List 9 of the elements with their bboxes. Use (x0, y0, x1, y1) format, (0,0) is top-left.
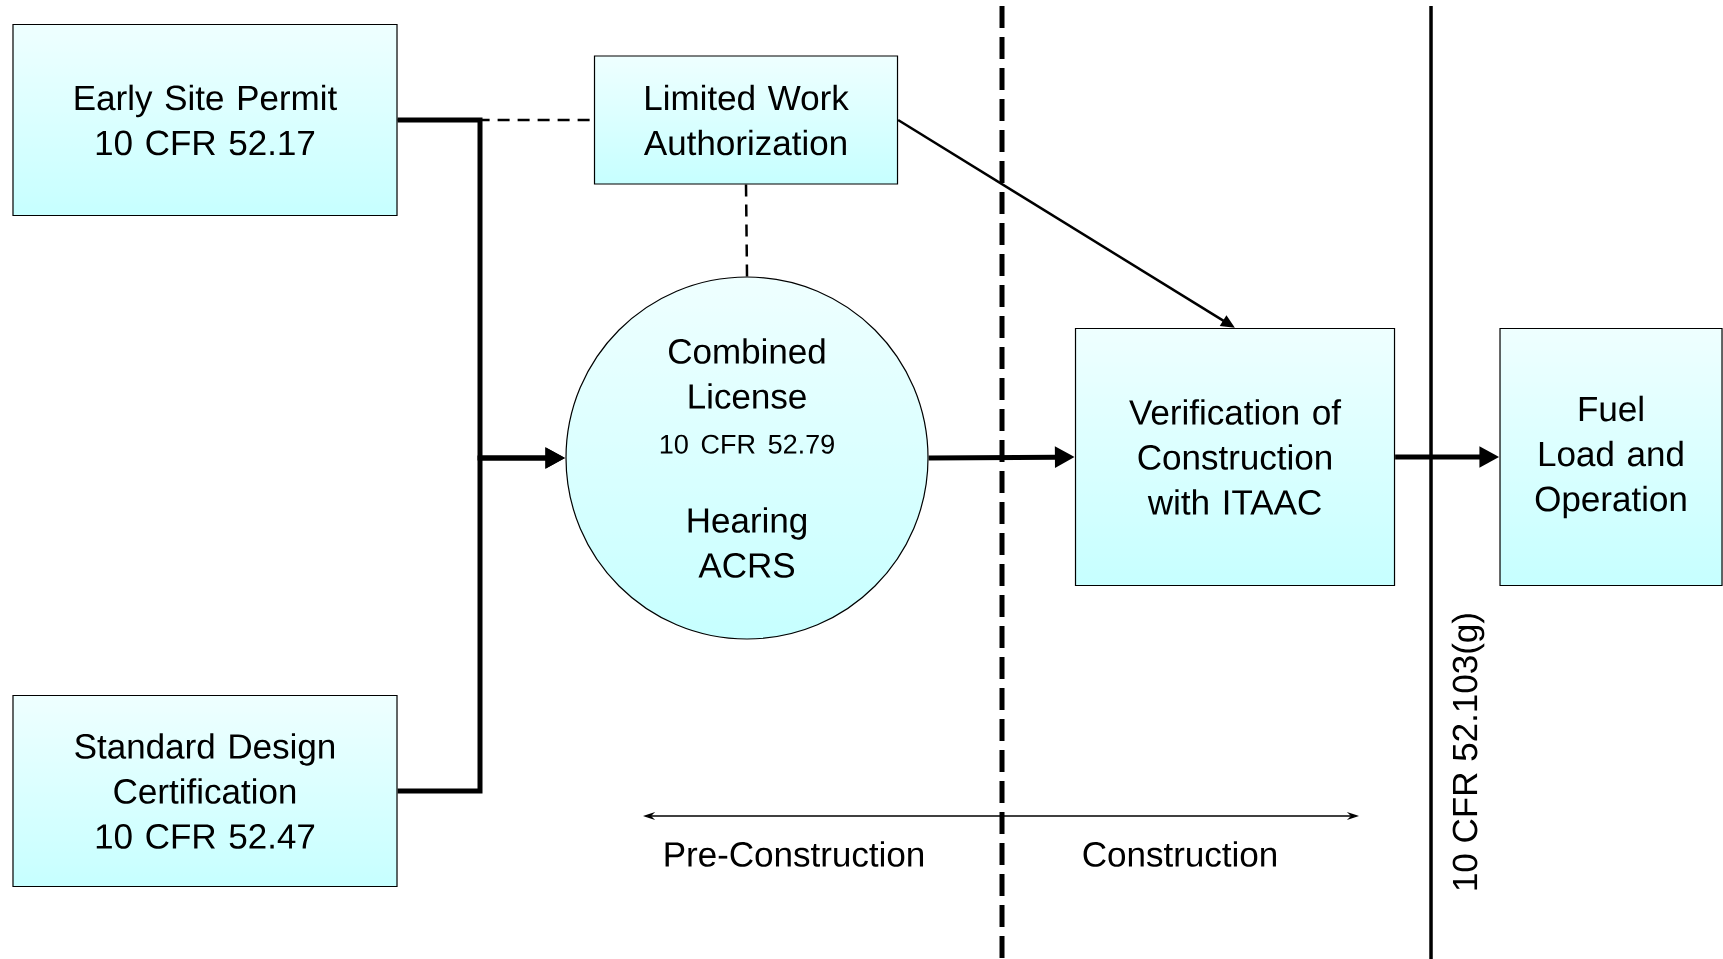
process-box: Early Site Permit 10 CFR 52.17 (12, 23, 398, 217)
phase-label: Pre-Construction (665, 841, 923, 867)
process-box: Standard Design Certification 10 CFR 52.47 (12, 694, 398, 888)
process-box: Limited Work Authorization (593, 55, 899, 185)
phase-label: Construction (1083, 841, 1276, 867)
process-box: Fuel Load and Operation (1499, 327, 1723, 587)
process-box: Verification of Construction with ITAAC (1074, 327, 1396, 587)
rotated-label: 10 CFR 52.103(g) (1451, 614, 1485, 890)
dashed-line (744, 184, 749, 277)
